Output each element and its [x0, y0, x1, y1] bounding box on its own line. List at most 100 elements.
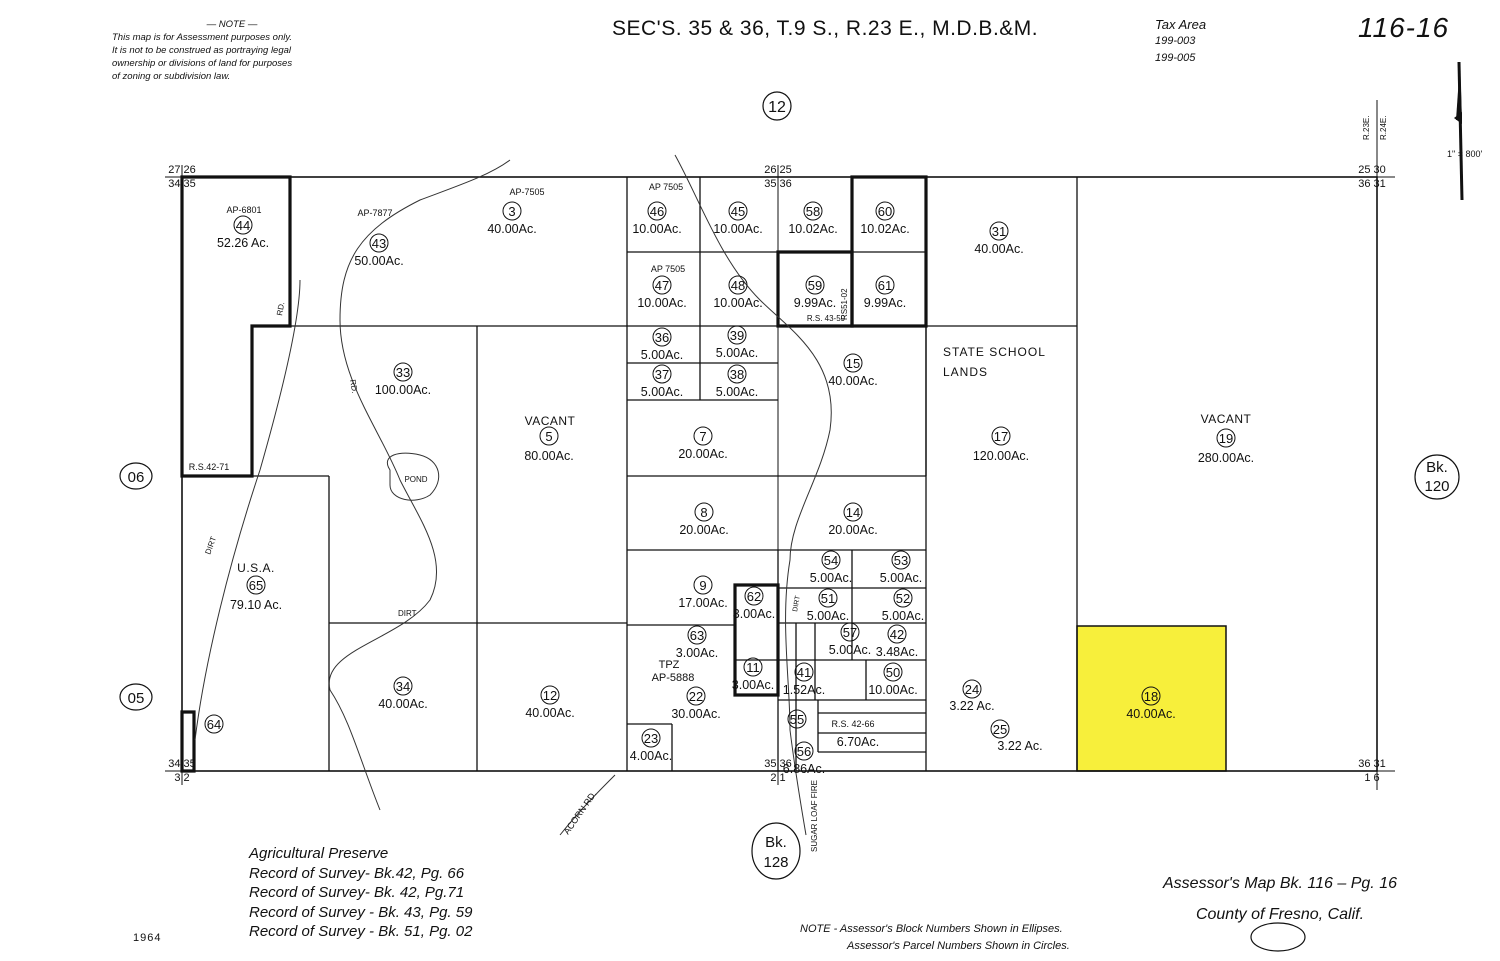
- label-vacant-19: VACANT: [1201, 412, 1252, 426]
- parcel-45-number[interactable]: 45: [731, 204, 745, 219]
- label-ap6801: AP-6801: [226, 205, 261, 215]
- parcel-23-number[interactable]: 23: [644, 731, 658, 746]
- parcel-53-number[interactable]: 53: [894, 553, 908, 568]
- parcel-58-number[interactable]: 58: [806, 204, 820, 219]
- parcel-15-number[interactable]: 15: [846, 356, 860, 371]
- parcel-56-number[interactable]: 56: [797, 744, 811, 759]
- parcel-55-number[interactable]: 55: [790, 712, 804, 727]
- pond-outline: [387, 452, 440, 501]
- parcel-34-number[interactable]: 34: [396, 679, 410, 694]
- parcel-36-number[interactable]: 36: [655, 330, 669, 345]
- legend-line-4: Record of Survey - Bk. 43, Pg. 59: [249, 903, 473, 921]
- parcel-22-number[interactable]: 22: [689, 689, 703, 704]
- parcel-24-circle: [962, 679, 982, 699]
- parcel-11-number[interactable]: 11: [746, 660, 760, 675]
- parcel-47-number[interactable]: 47: [655, 278, 669, 293]
- parcel-17-number[interactable]: 17: [994, 429, 1008, 444]
- parcel-46-number[interactable]: 46: [650, 204, 664, 219]
- parcel-37-acreage: 5.00Ac.: [641, 385, 683, 399]
- map-year: 1964: [133, 932, 162, 944]
- parcel-41-number[interactable]: 41: [797, 665, 811, 680]
- parcel-47-circle: [652, 275, 672, 295]
- parcel-3-number[interactable]: 3: [508, 204, 515, 219]
- parcel-18-number[interactable]: 18: [1144, 689, 1158, 704]
- parcel-7-number[interactable]: 7: [699, 429, 706, 444]
- parcel-37-number[interactable]: 37: [655, 367, 669, 382]
- parcel-44-number[interactable]: 44: [236, 218, 250, 233]
- note-title: — NOTE —: [206, 19, 258, 30]
- parcel-57-number[interactable]: 57: [843, 625, 857, 640]
- parcel-5-number[interactable]: 5: [545, 429, 552, 444]
- label-tpz: TPZ: [659, 659, 680, 671]
- legend: Agricultural Preserve Record of Survey- …: [249, 844, 472, 942]
- parcel-52-number[interactable]: 52: [896, 591, 910, 606]
- parcel-50-circle: [883, 662, 903, 682]
- parcel-60-circle: [875, 201, 895, 221]
- parcel-8-number[interactable]: 8: [700, 505, 707, 520]
- parcel-39-circle: [727, 325, 747, 345]
- assessor-line-2: County of Fresno, Calif.: [1195, 906, 1365, 923]
- parcel-48-number[interactable]: 48: [731, 278, 745, 293]
- parcel-62-acreage: 3.00Ac.: [733, 607, 775, 621]
- parcel-54-circle: [821, 550, 841, 570]
- label-rs5102: RS51-02: [840, 288, 849, 320]
- parcel-8-acreage: 20.00Ac.: [679, 523, 728, 537]
- parcel-38-circle: [727, 364, 747, 384]
- parcel-11-circle: [743, 657, 763, 677]
- parcel-8-circle: [694, 502, 714, 522]
- parcel-17-acreage: 120.00Ac.: [973, 449, 1029, 463]
- parcel-18-highlight[interactable]: [1076, 625, 1227, 772]
- parcel-24-number[interactable]: 24: [965, 682, 979, 697]
- parcel-54-number[interactable]: 54: [824, 553, 838, 568]
- parcel-38-number[interactable]: 38: [730, 367, 744, 382]
- note-line-2: It is not to be construed as portraying …: [112, 45, 292, 56]
- parcel-14-number[interactable]: 14: [846, 505, 860, 520]
- parcel-43-circle: [369, 233, 389, 253]
- parcel-57-acreage: 5.00Ac.: [829, 643, 871, 657]
- label-pond: POND: [404, 475, 427, 484]
- parcel-44-circle: [233, 215, 253, 235]
- parcel-50-number[interactable]: 50: [886, 665, 900, 680]
- parcel-5-acreage: 80.00Ac.: [524, 449, 573, 463]
- parcel-61-number[interactable]: 61: [878, 278, 892, 293]
- parcel-63-acreage: 3.00Ac.: [676, 646, 718, 660]
- parcel-57-circle: [840, 622, 860, 642]
- parcel-9-number[interactable]: 9: [699, 578, 706, 593]
- block-top: 12: [768, 99, 786, 116]
- parcel-62-number[interactable]: 62: [747, 589, 761, 604]
- parcel-36-acreage: 5.00Ac.: [641, 348, 683, 362]
- parcel-64-number[interactable]: 64: [207, 717, 221, 732]
- label-ap7505c: AP 7505: [651, 264, 685, 274]
- parcel-50-acreage: 10.00Ac.: [868, 683, 917, 697]
- parcel-33-number[interactable]: 33: [396, 365, 410, 380]
- parcel-9-circle: [693, 575, 713, 595]
- parcel-59-number[interactable]: 59: [808, 278, 822, 293]
- corner-tm-b: 35 36: [764, 178, 792, 190]
- corner-br-b: 1 6: [1364, 772, 1379, 784]
- block-left-upper: 06: [128, 469, 145, 486]
- parcel-65-number[interactable]: 65: [249, 578, 263, 593]
- parcel-19-number[interactable]: 19: [1219, 431, 1233, 446]
- note-line-3: ownership or divisions of land for purpo…: [112, 58, 293, 69]
- parcel-33-acreage: 100.00Ac.: [375, 383, 431, 397]
- parcel-15-circle: [843, 353, 863, 373]
- parcel-33-circle: [393, 362, 413, 382]
- parcel-31-number[interactable]: 31: [992, 224, 1006, 239]
- parcel-45-acreage: 10.00Ac.: [713, 222, 762, 236]
- parcel-42-number[interactable]: 42: [890, 627, 904, 642]
- parcel-51-number[interactable]: 51: [821, 591, 835, 606]
- parcel-7-acreage: 20.00Ac.: [678, 447, 727, 461]
- parcel-19-circle: [1216, 428, 1236, 448]
- parcel-25-number[interactable]: 25: [993, 722, 1007, 737]
- block-bottom-num: 128: [763, 854, 788, 871]
- parcel-63-number[interactable]: 63: [690, 628, 704, 643]
- label-vacant-5: VACANT: [525, 414, 576, 428]
- range-label-23: R.23E.: [1362, 116, 1371, 140]
- parcel-43-number[interactable]: 43: [372, 236, 386, 251]
- parcel-60-number[interactable]: 60: [878, 204, 892, 219]
- parcel-37-circle: [652, 364, 672, 384]
- parcel-39-number[interactable]: 39: [730, 328, 744, 343]
- parcel-12-number[interactable]: 12: [543, 688, 557, 703]
- parcel-51-acreage: 5.00Ac.: [807, 609, 849, 623]
- parcel-43-acreage: 50.00Ac.: [354, 254, 403, 268]
